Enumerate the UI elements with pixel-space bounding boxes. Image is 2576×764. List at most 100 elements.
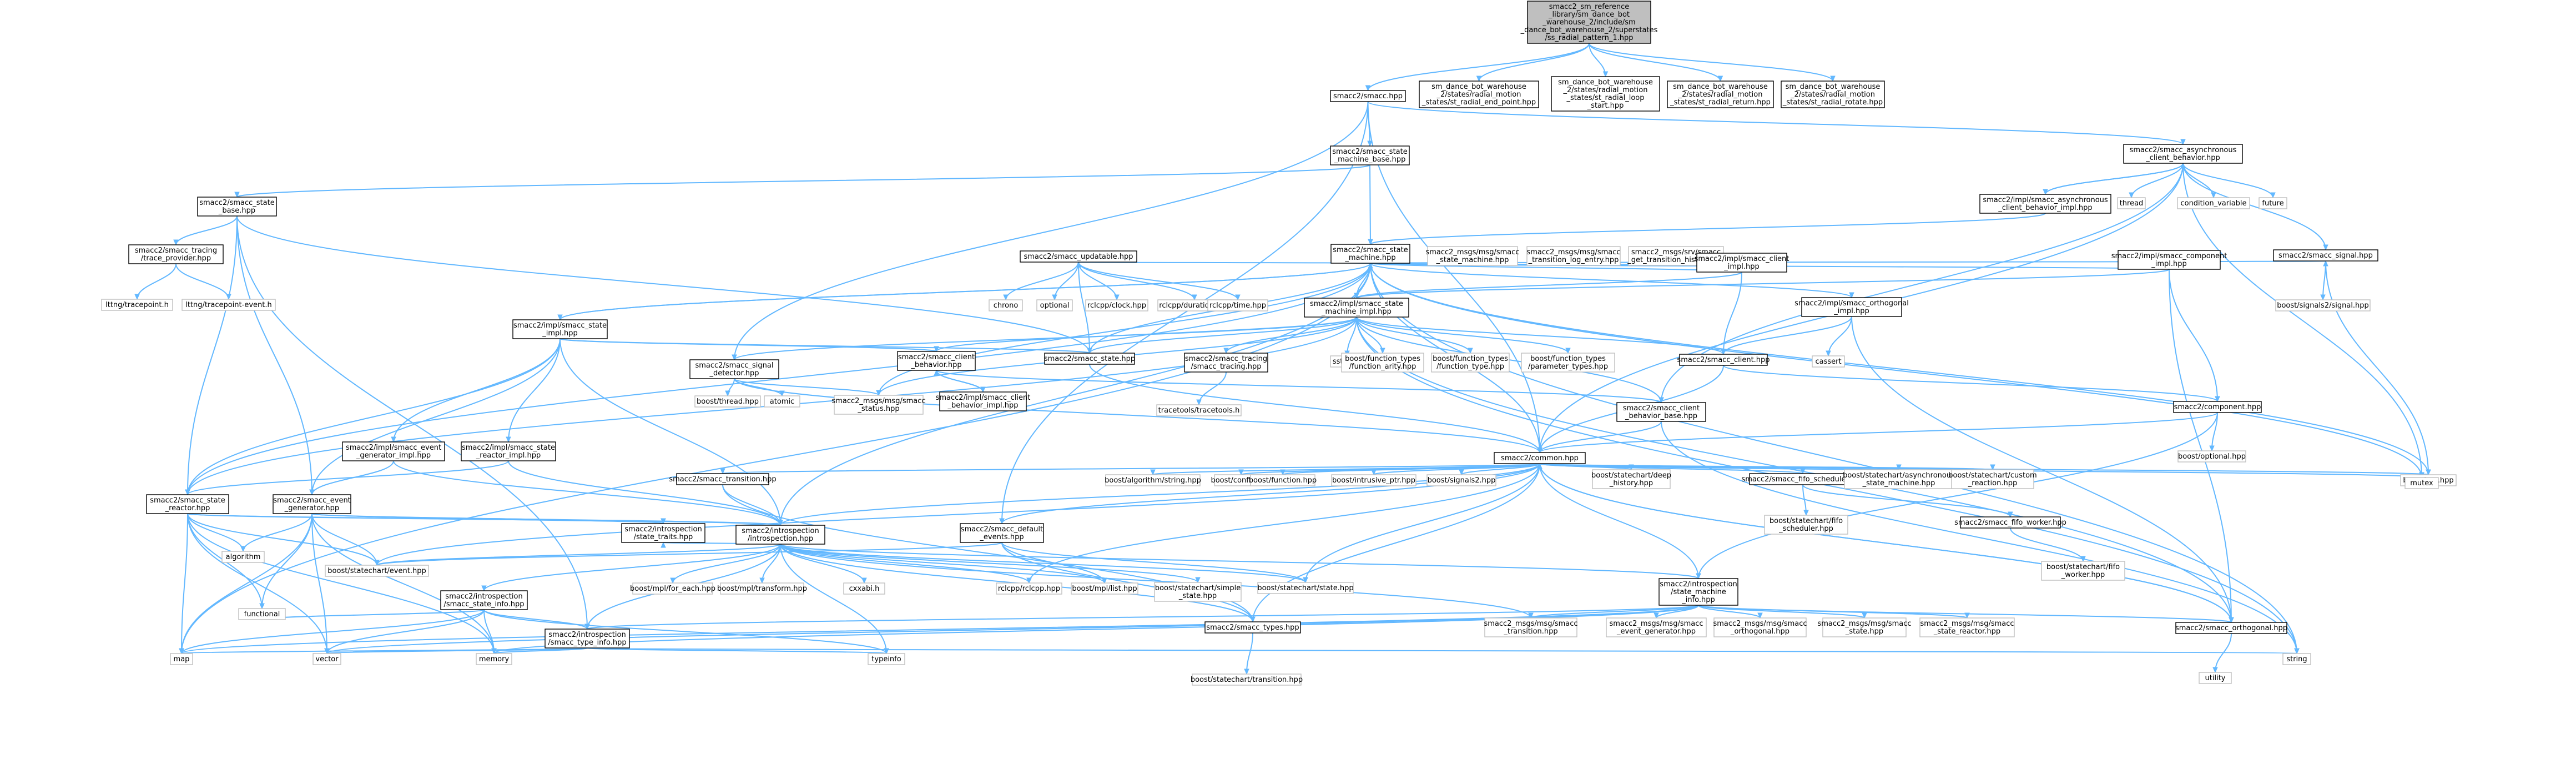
external-header-node[interactable]: map bbox=[170, 653, 193, 665]
external-header-node[interactable]: smacc2_msgs/msg/smacc_transition_log_ent… bbox=[1526, 246, 1621, 266]
header-node[interactable]: smacc2/smacc.hpp bbox=[1330, 90, 1406, 102]
header-node[interactable]: smacc2/introspection/smacc_type_info.hpp bbox=[545, 629, 630, 649]
header-node[interactable]: smacc2/impl/smacc_client_impl.hpp bbox=[1695, 253, 1789, 273]
header-node[interactable]: sm_dance_bot_warehouse_2/states/radial_m… bbox=[1419, 81, 1539, 108]
external-header-node[interactable]: boost/optional.hpp bbox=[2177, 450, 2246, 463]
external-header-node[interactable]: string bbox=[2282, 653, 2311, 665]
external-header-node[interactable]: optional bbox=[1036, 299, 1073, 311]
external-header-node[interactable]: lttng/tracepoint.h bbox=[101, 299, 173, 311]
header-node[interactable]: smacc2/smacc_state_machine.hpp bbox=[1330, 244, 1410, 264]
external-header-node[interactable]: boost/thread.hpp bbox=[694, 395, 761, 408]
header-node[interactable]: smacc2/smacc_default_events.hpp bbox=[960, 523, 1044, 543]
external-header-node[interactable]: smacc2_msgs/msg/smacc_transition.hpp bbox=[1484, 617, 1578, 637]
external-header-node[interactable]: boost/statechart/deep_history.hpp bbox=[1591, 469, 1671, 489]
header-node[interactable]: smacc2/smacc_tracing/smacc_tracing.hpp bbox=[1184, 353, 1268, 373]
header-node[interactable]: smacc2/smacc_state_machine_base.hpp bbox=[1330, 145, 1410, 165]
external-header-node[interactable]: thread bbox=[2117, 197, 2146, 209]
header-node[interactable]: smacc2/impl/smacc_client_behavior_impl.h… bbox=[936, 391, 1031, 411]
external-header-node[interactable]: memory bbox=[476, 653, 512, 665]
external-header-node[interactable]: tracetools/tracetools.h bbox=[1156, 404, 1242, 416]
external-header-node[interactable]: chrono bbox=[989, 299, 1023, 311]
external-header-node[interactable]: mutex bbox=[2404, 477, 2439, 489]
external-header-node[interactable]: boost/mpl/transform.hpp bbox=[717, 582, 807, 595]
external-header-node[interactable]: algorithm bbox=[221, 551, 265, 563]
external-header-node[interactable]: smacc2_msgs/msg/smacc_orthogonal.hpp bbox=[1713, 617, 1807, 637]
dependency-edge bbox=[1539, 412, 2218, 453]
external-header-node[interactable]: future bbox=[2259, 197, 2287, 209]
header-node[interactable]: smacc2/smacc_updatable.hpp bbox=[1020, 250, 1137, 263]
header-node[interactable]: smacc2/smacc_types.hpp bbox=[1204, 621, 1301, 634]
header-node[interactable]: smacc2/introspection/introspection.hpp bbox=[735, 525, 825, 545]
external-header-node[interactable]: smacc2_msgs/msg/smacc_state_reactor.hpp bbox=[1919, 617, 2015, 637]
external-header-node[interactable]: boost/statechart/asynchronous_state_mach… bbox=[1843, 469, 1955, 489]
external-header-node[interactable]: boost/statechart/custom_reaction.hpp bbox=[1948, 469, 2037, 489]
external-header-node[interactable]: rclcpp/rclcpp.hpp bbox=[996, 582, 1062, 595]
external-header-node[interactable]: boost/mpl/list.hpp bbox=[1071, 582, 1138, 595]
header-node[interactable]: smacc2/impl/smacc_state_impl.hpp bbox=[512, 319, 608, 339]
external-header-node[interactable]: boost/statechart/state.hpp bbox=[1257, 582, 1354, 594]
external-header-node[interactable]: rclcpp/time.hpp bbox=[1207, 299, 1268, 311]
header-node[interactable]: sm_dance_bot_warehouse_2/states/radial_m… bbox=[1781, 81, 1885, 108]
header-node[interactable]: smacc2/smacc_event_generator.hpp bbox=[273, 494, 351, 514]
header-node[interactable]: smacc2/smacc_state_reactor.hpp bbox=[146, 494, 229, 514]
header-node[interactable]: smacc2/impl/smacc_orthogonal_impl.hpp bbox=[1794, 297, 1909, 317]
header-node[interactable]: smacc2/smacc_state.hpp bbox=[1044, 353, 1135, 365]
header-node[interactable]: sm_dance_bot_warehouse_2/states/radial_m… bbox=[1667, 81, 1774, 108]
header-node[interactable]: smacc2/impl/smacc_component_impl.hpp bbox=[2111, 250, 2227, 270]
header-node[interactable]: smacc2/impl/smacc_event_generator_impl.h… bbox=[342, 441, 445, 461]
header-node[interactable]: smacc2/impl/smacc_asynchronous_client_be… bbox=[1979, 194, 2111, 214]
external-header-node[interactable]: cassert bbox=[1812, 355, 1845, 368]
header-node[interactable]: smacc2/smacc_transition.hpp bbox=[669, 473, 777, 485]
external-header-node[interactable]: rclcpp/clock.hpp bbox=[1085, 299, 1148, 311]
header-node[interactable]: smacc2/introspection/state_machine_info.… bbox=[1658, 578, 1738, 606]
external-header-node[interactable]: utility bbox=[2199, 672, 2232, 684]
external-header-node[interactable]: boost/signals2.hpp bbox=[1426, 474, 1496, 486]
node-label-line: /parameter_types.hpp bbox=[1528, 363, 1608, 371]
root-header-node[interactable]: smacc2_sm_reference_library/sm_dance_bot… bbox=[1520, 1, 1658, 44]
header-node[interactable]: smacc2/smacc_fifo_worker.hpp bbox=[1954, 516, 2066, 529]
external-header-node[interactable]: smacc2_msgs/msg/smacc_event_generator.hp… bbox=[1606, 617, 1707, 637]
header-node[interactable]: smacc2/component.hpp bbox=[2173, 401, 2262, 413]
header-node[interactable]: smacc2/introspection/smacc_state_info.hp… bbox=[440, 590, 528, 610]
external-header-node[interactable]: cxxabi.h bbox=[843, 582, 885, 595]
header-node[interactable]: smacc2/smacc_tracing/trace_provider.hpp bbox=[128, 244, 224, 264]
external-header-node[interactable]: boost/statechart/event.hpp bbox=[325, 565, 429, 577]
header-node[interactable]: smacc2/smacc_client.hpp bbox=[1677, 354, 1770, 366]
external-header-node[interactable]: boost/function.hpp bbox=[1249, 474, 1317, 486]
external-header-node[interactable]: boost/function_types/function_type.hpp bbox=[1431, 353, 1510, 373]
external-header-node[interactable]: boost/statechart/simple_state.hpp bbox=[1154, 582, 1242, 602]
header-node[interactable]: smacc2/smacc_orthogonal.hpp bbox=[2175, 622, 2287, 634]
external-header-node[interactable]: smacc2_msgs/msg/smacc_status.hpp bbox=[831, 395, 926, 415]
dependency-edge bbox=[137, 263, 177, 300]
external-header-node[interactable]: functional bbox=[238, 608, 286, 620]
external-header-node[interactable]: boost/intrusive_ptr.hpp bbox=[1331, 474, 1416, 486]
external-header-node[interactable]: boost/algorithm/string.hpp bbox=[1105, 474, 1201, 486]
external-header-node[interactable]: boost/function_types/parameter_types.hpp bbox=[1521, 353, 1615, 373]
header-node[interactable]: smacc2/smacc_asynchronous_client_behavio… bbox=[2123, 144, 2243, 164]
external-header-node[interactable]: boost/statechart/fifo_worker.hpp bbox=[2041, 561, 2125, 581]
external-header-node[interactable]: boost/signals2/signal.hpp bbox=[2275, 299, 2371, 311]
external-header-node[interactable]: lttng/tracepoint-event.h bbox=[182, 299, 276, 311]
header-node[interactable]: smacc2/smacc_client_behavior.hpp bbox=[897, 351, 976, 371]
external-header-node[interactable]: condition_variable bbox=[2177, 197, 2250, 209]
external-header-node[interactable]: atomic bbox=[764, 395, 800, 408]
external-header-node[interactable]: smacc2_msgs/msg/smacc_state.hpp bbox=[1817, 617, 1912, 637]
external-header-node[interactable]: typeinfo bbox=[868, 653, 905, 665]
external-header-node[interactable]: vector bbox=[312, 653, 341, 665]
header-node[interactable]: sm_dance_bot_warehouse_2/states/radial_m… bbox=[1551, 76, 1660, 112]
header-node[interactable]: smacc2/impl/smacc_state_machine_impl.hpp bbox=[1304, 298, 1409, 318]
header-node[interactable]: smacc2/smacc_client_behavior_base.hpp bbox=[1616, 402, 1706, 422]
header-node[interactable]: smacc2/smacc_fifo_scheduler.hpp bbox=[1741, 473, 1864, 485]
header-node[interactable]: smacc2/smacc_state_base.hpp bbox=[197, 197, 277, 217]
header-node[interactable]: smacc2/common.hpp bbox=[1494, 452, 1586, 464]
external-header-node[interactable]: boost/function_types/function_arity.hpp bbox=[1341, 353, 1424, 373]
header-node[interactable]: smacc2/smacc_signal_detector.hpp bbox=[689, 359, 779, 379]
header-node[interactable]: smacc2/introspection/state_traits.hpp bbox=[621, 523, 705, 543]
external-header-node[interactable]: smacc2_msgs/msg/smacc_state_machine.hpp bbox=[1425, 246, 1520, 266]
header-node[interactable]: smacc2/impl/smacc_state_reactor_impl.hpp bbox=[461, 441, 556, 461]
external-header-node[interactable]: boost/statechart/fifo_scheduler.hpp bbox=[1764, 515, 1848, 535]
header-node[interactable]: smacc2/smacc_signal.hpp bbox=[2273, 249, 2378, 262]
dependency-edge bbox=[243, 513, 312, 552]
external-header-node[interactable]: boost/statechart/transition.hpp bbox=[1191, 673, 1303, 686]
external-header-node[interactable]: boost/mpl/for_each.hpp bbox=[630, 582, 715, 595]
